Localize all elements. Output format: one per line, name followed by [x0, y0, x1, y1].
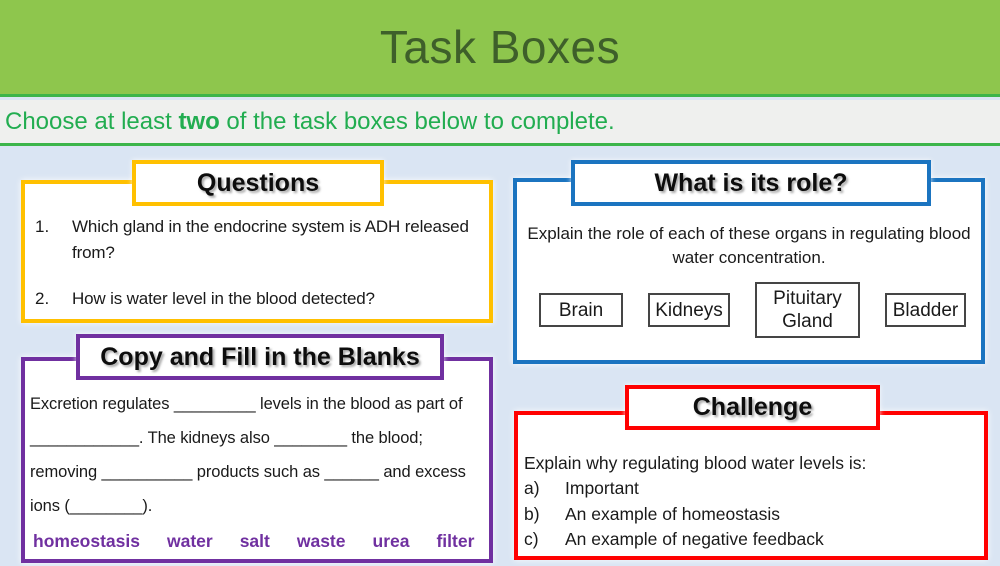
question-item: 1. Which gland in the endocrine system i… — [35, 214, 481, 266]
task-box-challenge: Explain why regulating blood water level… — [514, 411, 988, 560]
word-bank-item-homeostasis: homeostasis — [33, 531, 140, 551]
role-instruction: Explain the role of each of these organs… — [527, 224, 971, 267]
questions-content: 1. Which gland in the endocrine system i… — [25, 184, 489, 312]
challenge-item-text: An example of homeostasis — [565, 503, 780, 524]
organ-box-bladder: Bladder — [885, 293, 966, 327]
organ-box-brain: Brain — [539, 293, 623, 327]
question-number: 1. — [35, 217, 50, 236]
role-box-title: What is its role? — [654, 168, 848, 197]
challenge-item-label: b) — [524, 503, 540, 524]
challenge-item-label: c) — [524, 529, 539, 549]
role-box-header: What is its role? — [571, 160, 931, 206]
challenge-item-label: a) — [524, 478, 540, 498]
subtitle-suffix: of the task boxes below to complete. — [219, 107, 615, 135]
challenge-item: a) Important — [524, 476, 976, 502]
task-box-role: Explain the role of each of these organs… — [513, 178, 985, 364]
challenge-item: c) An example of negative feedback — [524, 527, 976, 553]
challenge-item-text: An example of negative feedback — [565, 529, 824, 549]
subtitle-emphasis: two — [178, 107, 220, 135]
word-bank: homeostasis water salt waste urea filter — [33, 531, 474, 552]
challenge-item-text: Important — [565, 478, 639, 498]
blanks-paragraph: Excretion regulates _________ levels in … — [30, 395, 466, 515]
task-box-blanks: Excretion regulates _________ levels in … — [21, 357, 493, 563]
page-title: Task Boxes — [379, 21, 621, 73]
challenge-box-title: Challenge — [692, 393, 813, 421]
question-item: 2. How is water level in the blood detec… — [35, 286, 481, 312]
title-banner: Task Boxes — [0, 0, 1000, 97]
word-bank-item-urea: urea — [372, 531, 410, 551]
question-number: 2. — [35, 289, 50, 308]
challenge-intro: Explain why regulating blood water level… — [524, 453, 867, 473]
questions-box-title: Questions — [196, 168, 320, 197]
word-bank-item-salt: salt — [239, 531, 270, 551]
questions-box-header: Questions — [132, 160, 384, 206]
question-text: Which gland in the endocrine system is A… — [72, 217, 469, 262]
blanks-box-header: Copy and Fill in the Blanks — [76, 334, 444, 380]
organ-box-pituitary-gland: Pituitary Gland — [755, 282, 860, 338]
organ-row: Brain Kidneys Pituitary Gland Bladder — [539, 281, 979, 339]
word-bank-item-filter: filter — [436, 531, 475, 551]
subtitle: Choose at least two of the task boxes be… — [5, 108, 615, 136]
word-bank-item-waste: waste — [296, 531, 346, 551]
word-bank-item-water: water — [166, 531, 213, 551]
blanks-box-title: Copy and Fill in the Blanks — [100, 342, 420, 371]
challenge-box-header: Challenge — [625, 385, 880, 430]
organ-box-kidneys: Kidneys — [648, 293, 730, 327]
challenge-item: b) An example of homeostasis — [524, 502, 976, 528]
subtitle-prefix: Choose at least — [5, 107, 179, 135]
challenge-content: Explain why regulating blood water level… — [518, 415, 984, 553]
question-text: How is water level in the blood detected… — [72, 289, 375, 308]
subtitle-strip: Choose at least two of the task boxes be… — [0, 100, 1000, 146]
